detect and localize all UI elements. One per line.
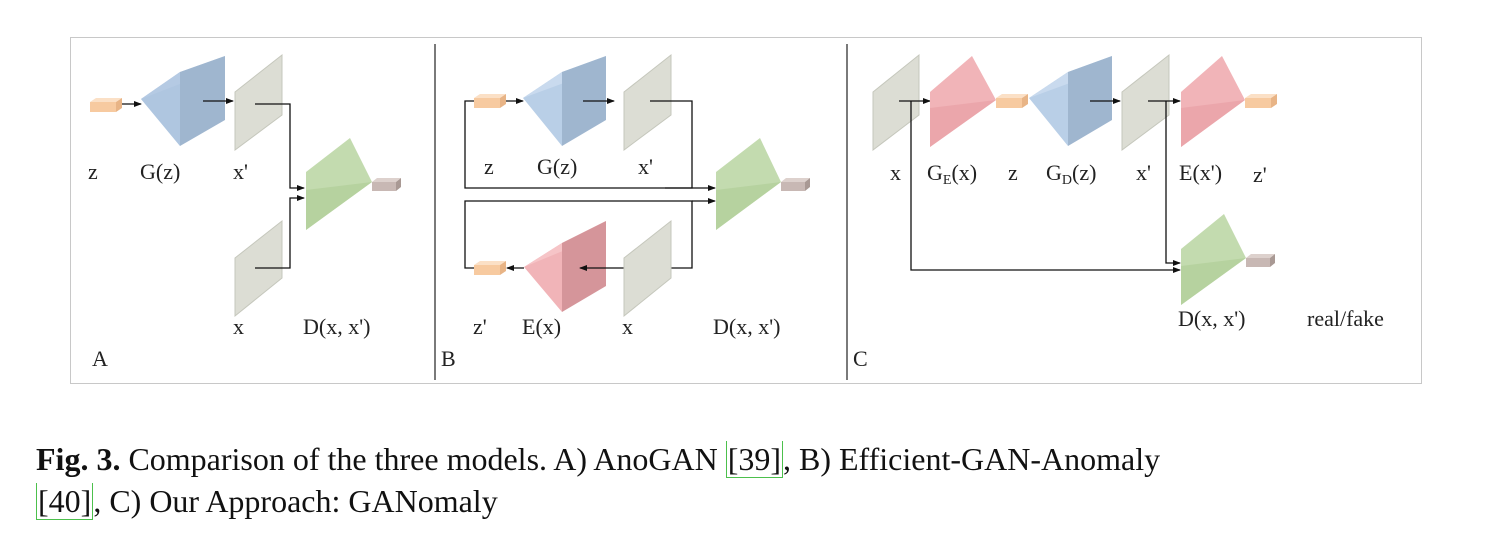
discriminator-block — [306, 138, 372, 230]
panel-c-letter: C — [853, 346, 868, 371]
ge-sub: E — [943, 173, 952, 188]
gd-arg: (z) — [1072, 160, 1096, 185]
panel-c: x GE(x) z GD(z) x' E(x') z' D(x, x') rea… — [853, 53, 1384, 371]
image-xprime — [234, 53, 283, 151]
gd-main: G — [1046, 160, 1062, 185]
latent-z-block — [90, 98, 122, 112]
ge-main: G — [927, 160, 943, 185]
discriminator-block — [1181, 214, 1246, 305]
label-b-d: D(x, x') — [713, 314, 781, 339]
image-xprime — [623, 53, 672, 151]
label-b-xprime: x' — [638, 154, 653, 179]
citation-link-39[interactable]: [39] — [725, 441, 783, 478]
figure-caption: Fig. 3. Comparison of the three models. … — [36, 438, 1476, 522]
caption-text-1: Comparison of the three models. A) AnoGA… — [120, 441, 726, 477]
edge-x-d — [910, 101, 1181, 273]
panel-a: z G(z) x' x D(x, x') A — [88, 53, 401, 371]
label-c-realfake: real/fake — [1307, 306, 1384, 331]
label-a-x: x — [233, 314, 244, 339]
panel-b: z G(z) x' z' E(x) x D(x, x') B — [441, 53, 810, 371]
discriminator-block — [716, 138, 781, 230]
panel-a-letter: A — [92, 346, 108, 371]
edge-x-d — [464, 200, 693, 269]
caption-text-3: , C) Our Approach: GANomaly — [93, 483, 498, 519]
encoder-block — [524, 221, 606, 312]
image-xprime — [1121, 53, 1170, 151]
label-c-x: x — [890, 160, 901, 185]
output-block — [1246, 254, 1275, 267]
label-a-z: z — [88, 159, 98, 184]
encoder-e-block — [1181, 56, 1245, 147]
generator-block — [141, 56, 225, 146]
label-b-g: G(z) — [537, 154, 577, 179]
output-block — [372, 178, 401, 191]
ge-arg: (x) — [951, 160, 977, 185]
gd-sub: D — [1062, 173, 1072, 188]
label-c-z: z — [1008, 160, 1018, 185]
latent-z-block — [474, 94, 506, 108]
diagram: z G(z) x' x D(x, x') A — [88, 44, 1384, 380]
latent-z-block — [996, 94, 1028, 108]
label-b-z: z — [484, 154, 494, 179]
label-c-xprime: x' — [1136, 160, 1151, 185]
label-a-d: D(x, x') — [303, 314, 371, 339]
image-x — [872, 53, 920, 152]
edge-x-d — [255, 195, 305, 269]
caption-text-2: , B) Efficient-GAN-Anomaly — [783, 441, 1161, 477]
latent-zprime-block — [1245, 94, 1277, 108]
label-b-x: x — [622, 314, 633, 339]
label-c-zprime: z' — [1253, 162, 1267, 187]
encoder-ge-block — [930, 56, 996, 147]
label-a-g: G(z) — [140, 159, 180, 184]
label-c-ge: GE(x) — [927, 160, 977, 188]
panel-b-letter: B — [441, 346, 456, 371]
label-b-zprime: z' — [473, 314, 487, 339]
figure-frame — [70, 37, 1422, 384]
latent-zprime-block — [474, 261, 506, 275]
label-a-xprime: x' — [233, 159, 248, 184]
caption-fig-label: Fig. 3. — [36, 441, 121, 477]
output-block — [781, 178, 810, 191]
label-b-e: E(x) — [522, 314, 561, 339]
edge-xprime-d — [255, 103, 305, 191]
generator-block — [523, 56, 606, 146]
label-c-gd: GD(z) — [1046, 160, 1096, 188]
edge-xprime-d — [464, 100, 693, 189]
image-x — [623, 219, 672, 318]
label-c-e: E(x') — [1179, 160, 1222, 185]
edge-xprime-d — [1165, 101, 1181, 266]
label-c-d: D(x, x') — [1178, 306, 1246, 331]
citation-link-40[interactable]: [40] — [36, 483, 94, 520]
